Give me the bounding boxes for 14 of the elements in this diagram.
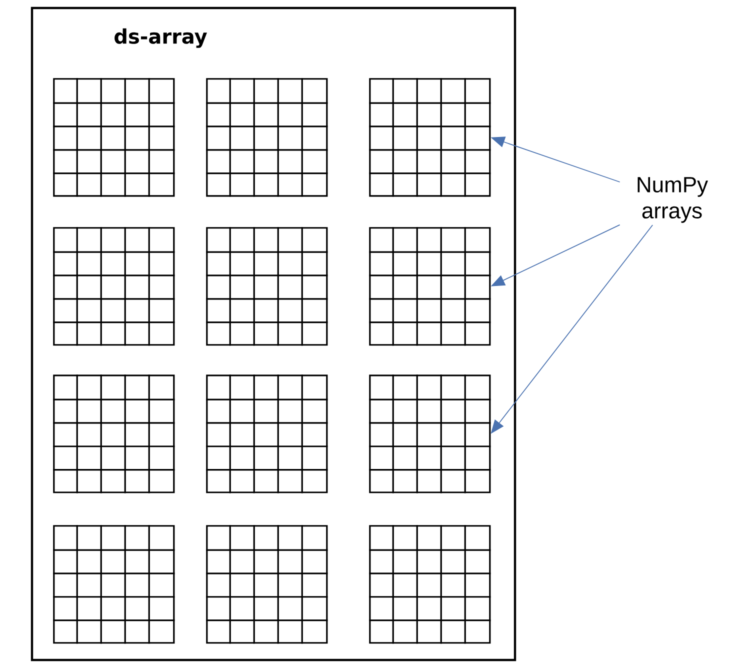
matrix-grid: [53, 374, 175, 494]
matrix-grid: [53, 525, 175, 644]
matrix-grid: [369, 525, 491, 644]
annotation-text: NumPy arrays: [638, 177, 708, 223]
matrix-grid: [206, 525, 328, 644]
array-box: ds-array: [30, 6, 516, 662]
matrix-grid: [369, 374, 491, 494]
matrix-grid: [53, 78, 175, 197]
matrix-grid: [206, 78, 328, 197]
matrix-grid: [206, 374, 328, 494]
matrix-grid: [206, 227, 328, 346]
matrix-grid: [369, 78, 491, 197]
matrix-grid: [369, 227, 491, 346]
matrix-grid: [53, 227, 175, 346]
